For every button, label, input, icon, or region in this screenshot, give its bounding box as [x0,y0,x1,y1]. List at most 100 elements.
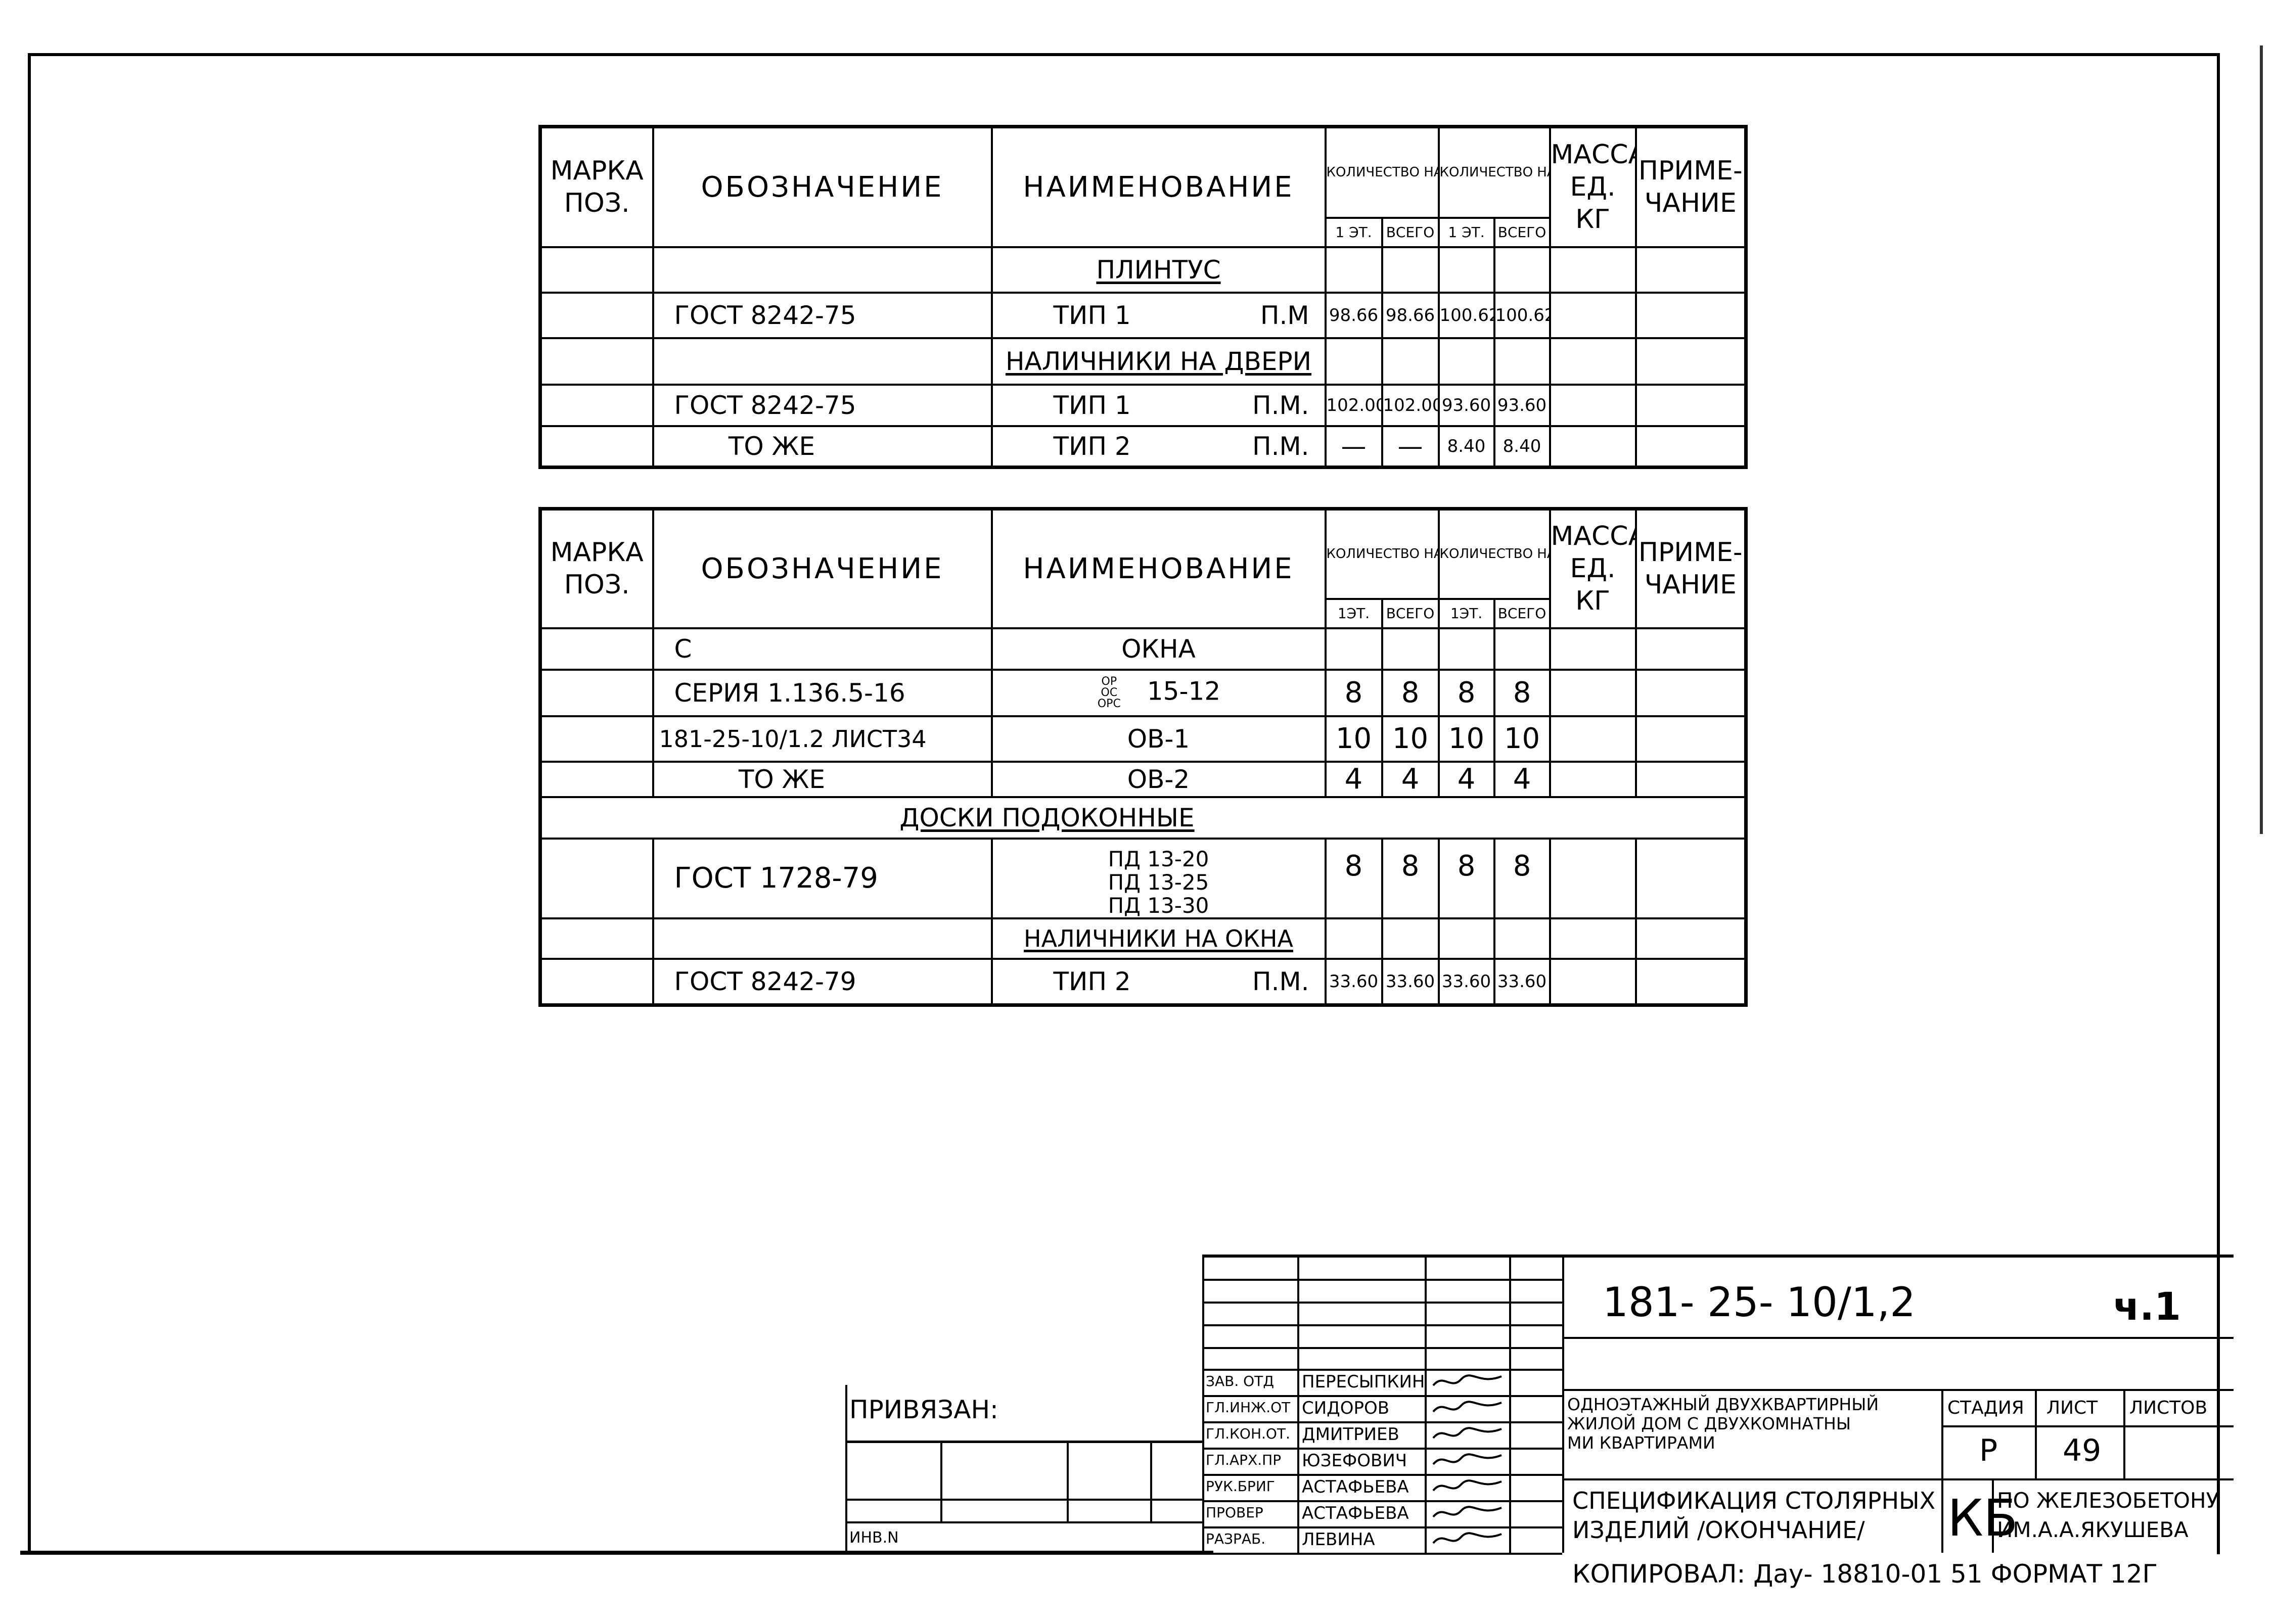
row-value: 4 [1493,760,1551,798]
signature-role: РУК.БРИГ [1206,1478,1275,1495]
row-name: ТИП 2 [1053,431,1131,461]
privyazan-label: ПРИВЯЗАН: [849,1395,998,1424]
row-value: 100.62 [1437,291,1495,339]
row-oboz: ГОСТ 1728-79 [652,837,993,919]
row-value: 10 [1381,715,1440,763]
row-value: 8.40 [1493,425,1551,469]
row-value: 33.60 [1437,957,1495,1006]
row-name-line: ПД 13-25 [1108,869,1209,895]
table-row: ДОСКИ ПОДОКОННЫЕ [539,796,1747,840]
project-title: ОДНОЭТАЖНЫЙ ДВУХКВАРТИРНЫЙ ЖИЛОЙ ДОМ С Д… [1567,1395,1879,1453]
row-name: ОВ-1 [990,715,1327,763]
project-line: ЖИЛОЙ ДОМ С ДВУХКОМНАТНЫ [1567,1414,1851,1433]
signature-role: ГЛ.КОН.ОТ. [1206,1425,1290,1442]
row-value: 93.60 [1437,383,1495,427]
section-title: НАЛИЧНИКИ НА ДВЕРИ [1005,346,1312,376]
col-total-b: ВСЕГО [1493,216,1551,248]
row-name: ОВ-2 [990,760,1327,798]
section-title: ДОСКИ ПОДОКОННЫЕ [899,803,1195,832]
row-value: 4 [1324,760,1383,798]
table-row: ТО ЖЕ ОВ-2 4 4 4 4 [539,760,1747,798]
row-name: 15-12 [1147,676,1221,706]
spec-table-windows: МАРКА ПОЗ. ОБОЗНАЧЕНИЕ НАИМЕНОВАНИЕ КОЛИ… [538,507,1748,1007]
sheet-title-line: СПЕЦИФИКАЦИЯ СТОЛЯРНЫХ [1572,1487,1936,1514]
table-row: С ОКНА [539,627,1747,671]
row-value: 93.60 [1493,383,1551,427]
scan-edge-line [2260,45,2263,834]
row-value: — [1324,425,1383,469]
row-value: 98.66 [1324,291,1383,339]
col-naimenovanie: НАИМЕНОВАНИЕ [990,507,1327,629]
signature-scribble [1432,1532,1502,1544]
col-marka: МАРКА ПОЗ. [539,125,654,248]
row-value: — [1381,425,1440,469]
doc-code: 181- 25- 10/1,2 [1603,1279,1916,1326]
signature-row-divider [1202,1553,1562,1555]
row-oboz: ТО ЖЕ [652,425,993,469]
signature-scribble [1432,1453,1502,1465]
signature-row-divider [1202,1526,1562,1528]
sheet-title-line: ИЗДЕЛИЙ /ОКОНЧАНИЕ/ [1572,1516,1865,1544]
signature-name: АСТАФЬЕВА [1302,1503,1409,1523]
row-value: 33.60 [1493,957,1551,1006]
org-line: ПО ЖЕЛЕЗОБЕТОНУ [1997,1488,2219,1513]
table-row: ГОСТ 1728-79 ПД 13-20 ПД 13-25 ПД 13-30 … [539,837,1747,919]
inv-label: ИНВ.N [849,1529,899,1547]
row-name-line: ПД 13-20 [1108,846,1209,871]
signature-role: ПРОВЕР [1206,1504,1263,1521]
row-value: 100.62 [1493,291,1551,339]
row-oboz: С [652,627,993,671]
col-total-a: ВСЕГО [1381,216,1440,248]
row-value: 33.60 [1381,957,1440,1006]
signature-role: РАЗРАБ. [1206,1530,1266,1547]
row-value: 10 [1437,715,1495,763]
signature-name: ДМИТРИЕВ [1302,1424,1399,1445]
row-name-line: ПД 13-30 [1108,893,1209,918]
col-total-b: ВСЕГО [1493,597,1551,629]
col-qty-alt: КОЛИЧЕСТВО НА ДОМ ПРИ РАССТАНОВКЕ ОБОРУД… [1437,125,1551,219]
signature-name: ЛЕВИНА [1302,1529,1375,1550]
row-value: 8 [1437,668,1495,717]
row-value: 4 [1381,760,1440,798]
row-oboz: ГОСТ 8242-75 [652,383,993,427]
section-title: ПЛИНТУС [1096,255,1221,285]
row-oboz: ТО ЖЕ [652,760,993,798]
row-value: 8 [1493,837,1551,919]
row-value: 4 [1437,760,1495,798]
row-oboz: СЕРИЯ 1.136.5-16 [652,668,993,717]
col-floor1-b: 1 ЭТ. [1437,216,1495,248]
row-value: 8 [1493,668,1551,717]
sheets-label: ЛИСТОВ [2129,1398,2208,1418]
col-primechanie: ПРИМЕ-ЧАНИЕ [1634,125,1747,248]
row-value: 8 [1381,837,1440,919]
row-value: 33.60 [1324,957,1383,1006]
table-row: ПЛИНТУС [539,246,1747,294]
col-marka: МАРКА ПОЗ. [539,507,654,629]
signature-scribble [1432,1479,1502,1492]
frame-bottom-line [20,1551,1213,1555]
col-massa: МАССА ЕД. КГ [1549,125,1637,248]
signature-row-divider [1202,1448,1562,1450]
signature-name: ПЕРЕСЫПКИН [1302,1372,1425,1392]
signature-row-divider [1202,1395,1562,1397]
signature-name: СИДОРОВ [1302,1398,1390,1418]
col-primechanie: ПРИМЕ-ЧАНИЕ [1634,507,1747,629]
row-oboz: ГОСТ 8242-79 [652,957,993,1006]
row-unit: П.М. [1252,431,1309,461]
signature-scribble [1432,1506,1502,1518]
row-unit: П.М. [1252,390,1309,420]
signature-row-divider [1202,1500,1562,1502]
row-value: 10 [1324,715,1383,763]
signature-scribble [1432,1427,1502,1439]
row-name: ТИП 2 [1053,966,1131,996]
section-title: НАЛИЧНИКИ НА ОКНА [1024,924,1293,952]
row-name: ОКНА [990,627,1327,671]
drawing-frame [28,53,2220,1554]
part-number: ч.1 [2113,1284,2181,1329]
signature-name: АСТАФЬЕВА [1302,1477,1409,1497]
